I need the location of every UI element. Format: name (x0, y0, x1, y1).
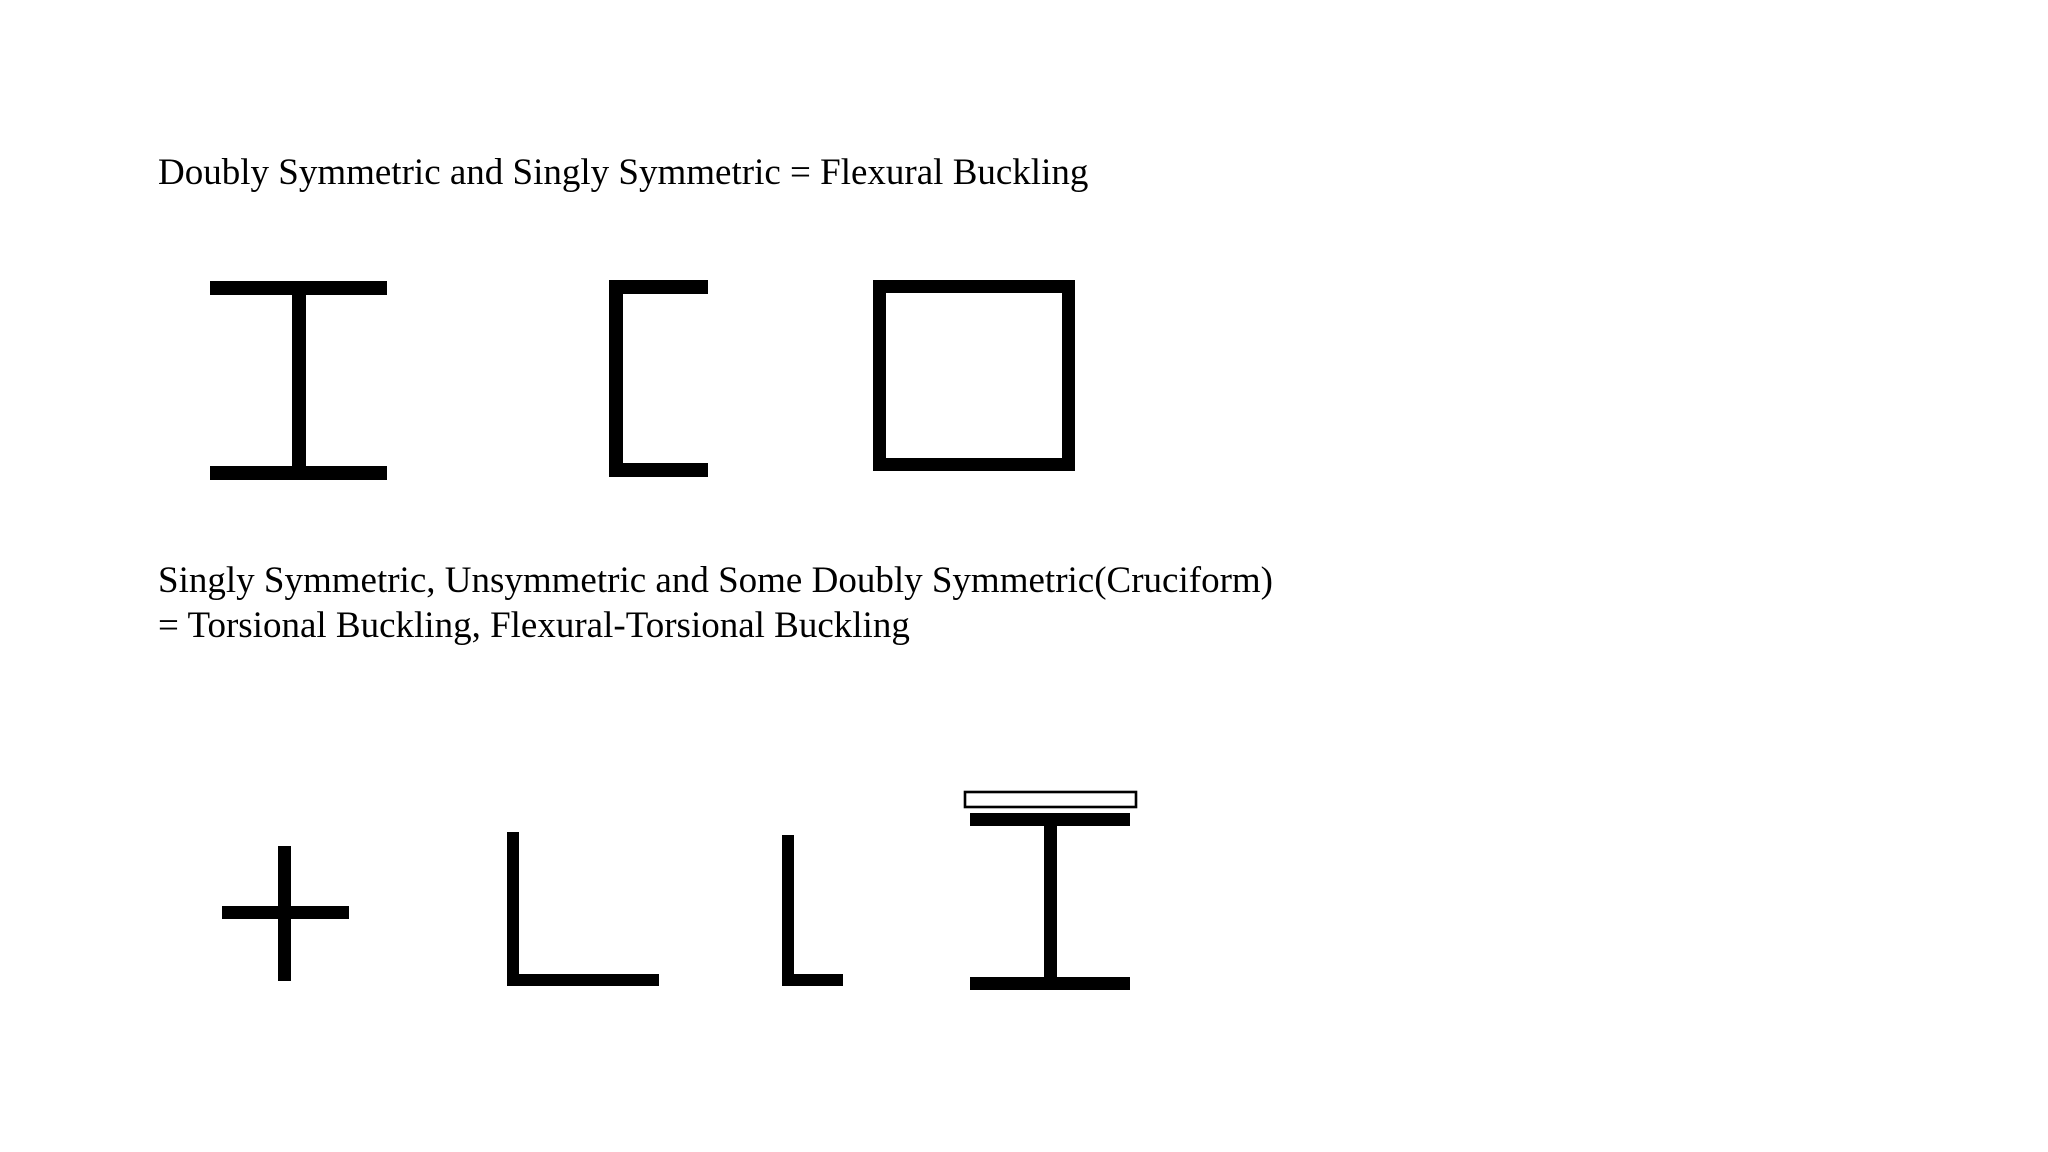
i-beam-icon (210, 281, 387, 480)
flexural-buckling-heading: Doubly Symmetric and Singly Symmetric = … (158, 152, 1089, 193)
torsional-heading-line-1: Singly Symmetric, Unsymmetric and Some D… (158, 560, 1273, 601)
box-section-icon (873, 280, 1075, 471)
torsional-heading-line-2: = Torsional Buckling, Flexural-Torsional… (158, 605, 910, 646)
cruciform-section-icon (222, 846, 349, 981)
equal-angle-section-icon (507, 832, 659, 986)
channel-section-icon (609, 280, 708, 477)
torsional-buckling-heading: Singly Symmetric, Unsymmetric and Some D… (158, 558, 1273, 648)
cover-plate (963, 790, 1138, 809)
unequal-angle-section-icon (782, 835, 843, 986)
i-beam-with-cover-plate-icon (963, 790, 1138, 990)
